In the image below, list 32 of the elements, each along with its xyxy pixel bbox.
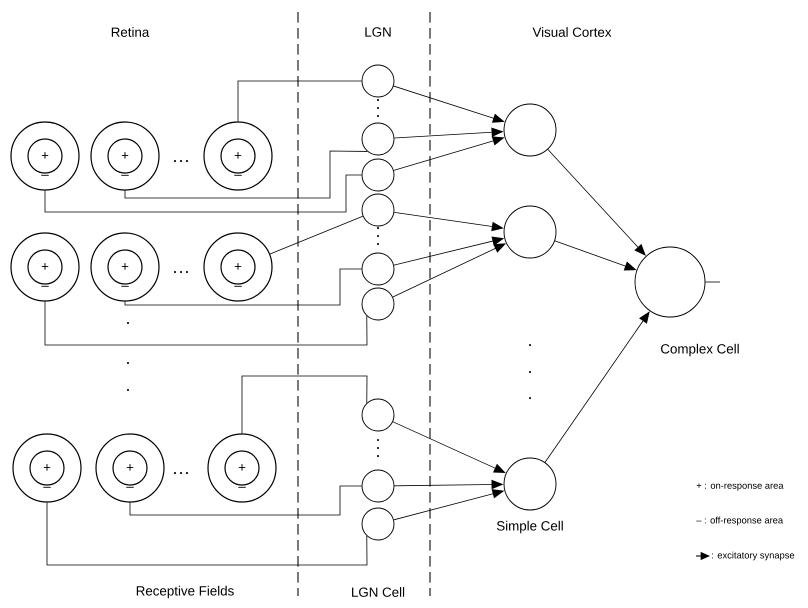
lgn-cell-circle <box>362 158 394 192</box>
connector-line <box>44 301 368 346</box>
lgn-cell-circle <box>362 64 394 98</box>
column-heading: Visual Cortex <box>532 27 612 37</box>
connector-line <box>44 174 362 212</box>
connector-line <box>130 486 362 516</box>
column-heading: LGN Cell <box>352 587 404 597</box>
column-heading: Retina <box>112 27 150 37</box>
connector-line <box>124 150 368 198</box>
connector-line <box>124 268 362 306</box>
simple-cell-circle <box>504 104 556 156</box>
lgn-cell-circle <box>362 288 394 320</box>
legend-text: : excitatory synapse <box>712 552 794 560</box>
complex-cell-circle <box>634 246 706 318</box>
lgn-cell-circle <box>362 194 394 226</box>
cell-caption: Simple Cell <box>496 520 563 534</box>
connector-line <box>238 80 362 122</box>
connector-line <box>242 376 368 434</box>
legend-text: – : off-response area <box>696 516 784 526</box>
connector-line <box>270 216 364 254</box>
simple-cell-circle <box>504 206 556 258</box>
lgn-cell-circle <box>362 398 394 432</box>
column-heading: Receptive Fields <box>136 586 234 598</box>
legend-text: + : on-response area <box>696 483 784 491</box>
lgn-cell-circle <box>362 470 394 502</box>
lgn-cell-circle <box>362 252 394 286</box>
simple-cell-circle <box>504 458 556 510</box>
lgn-cell-circle <box>362 508 394 540</box>
lgn-cell-circle <box>362 122 394 156</box>
connector-line <box>46 502 368 566</box>
cell-caption: Complex Cell <box>661 344 739 356</box>
column-heading: LGN <box>365 27 391 37</box>
